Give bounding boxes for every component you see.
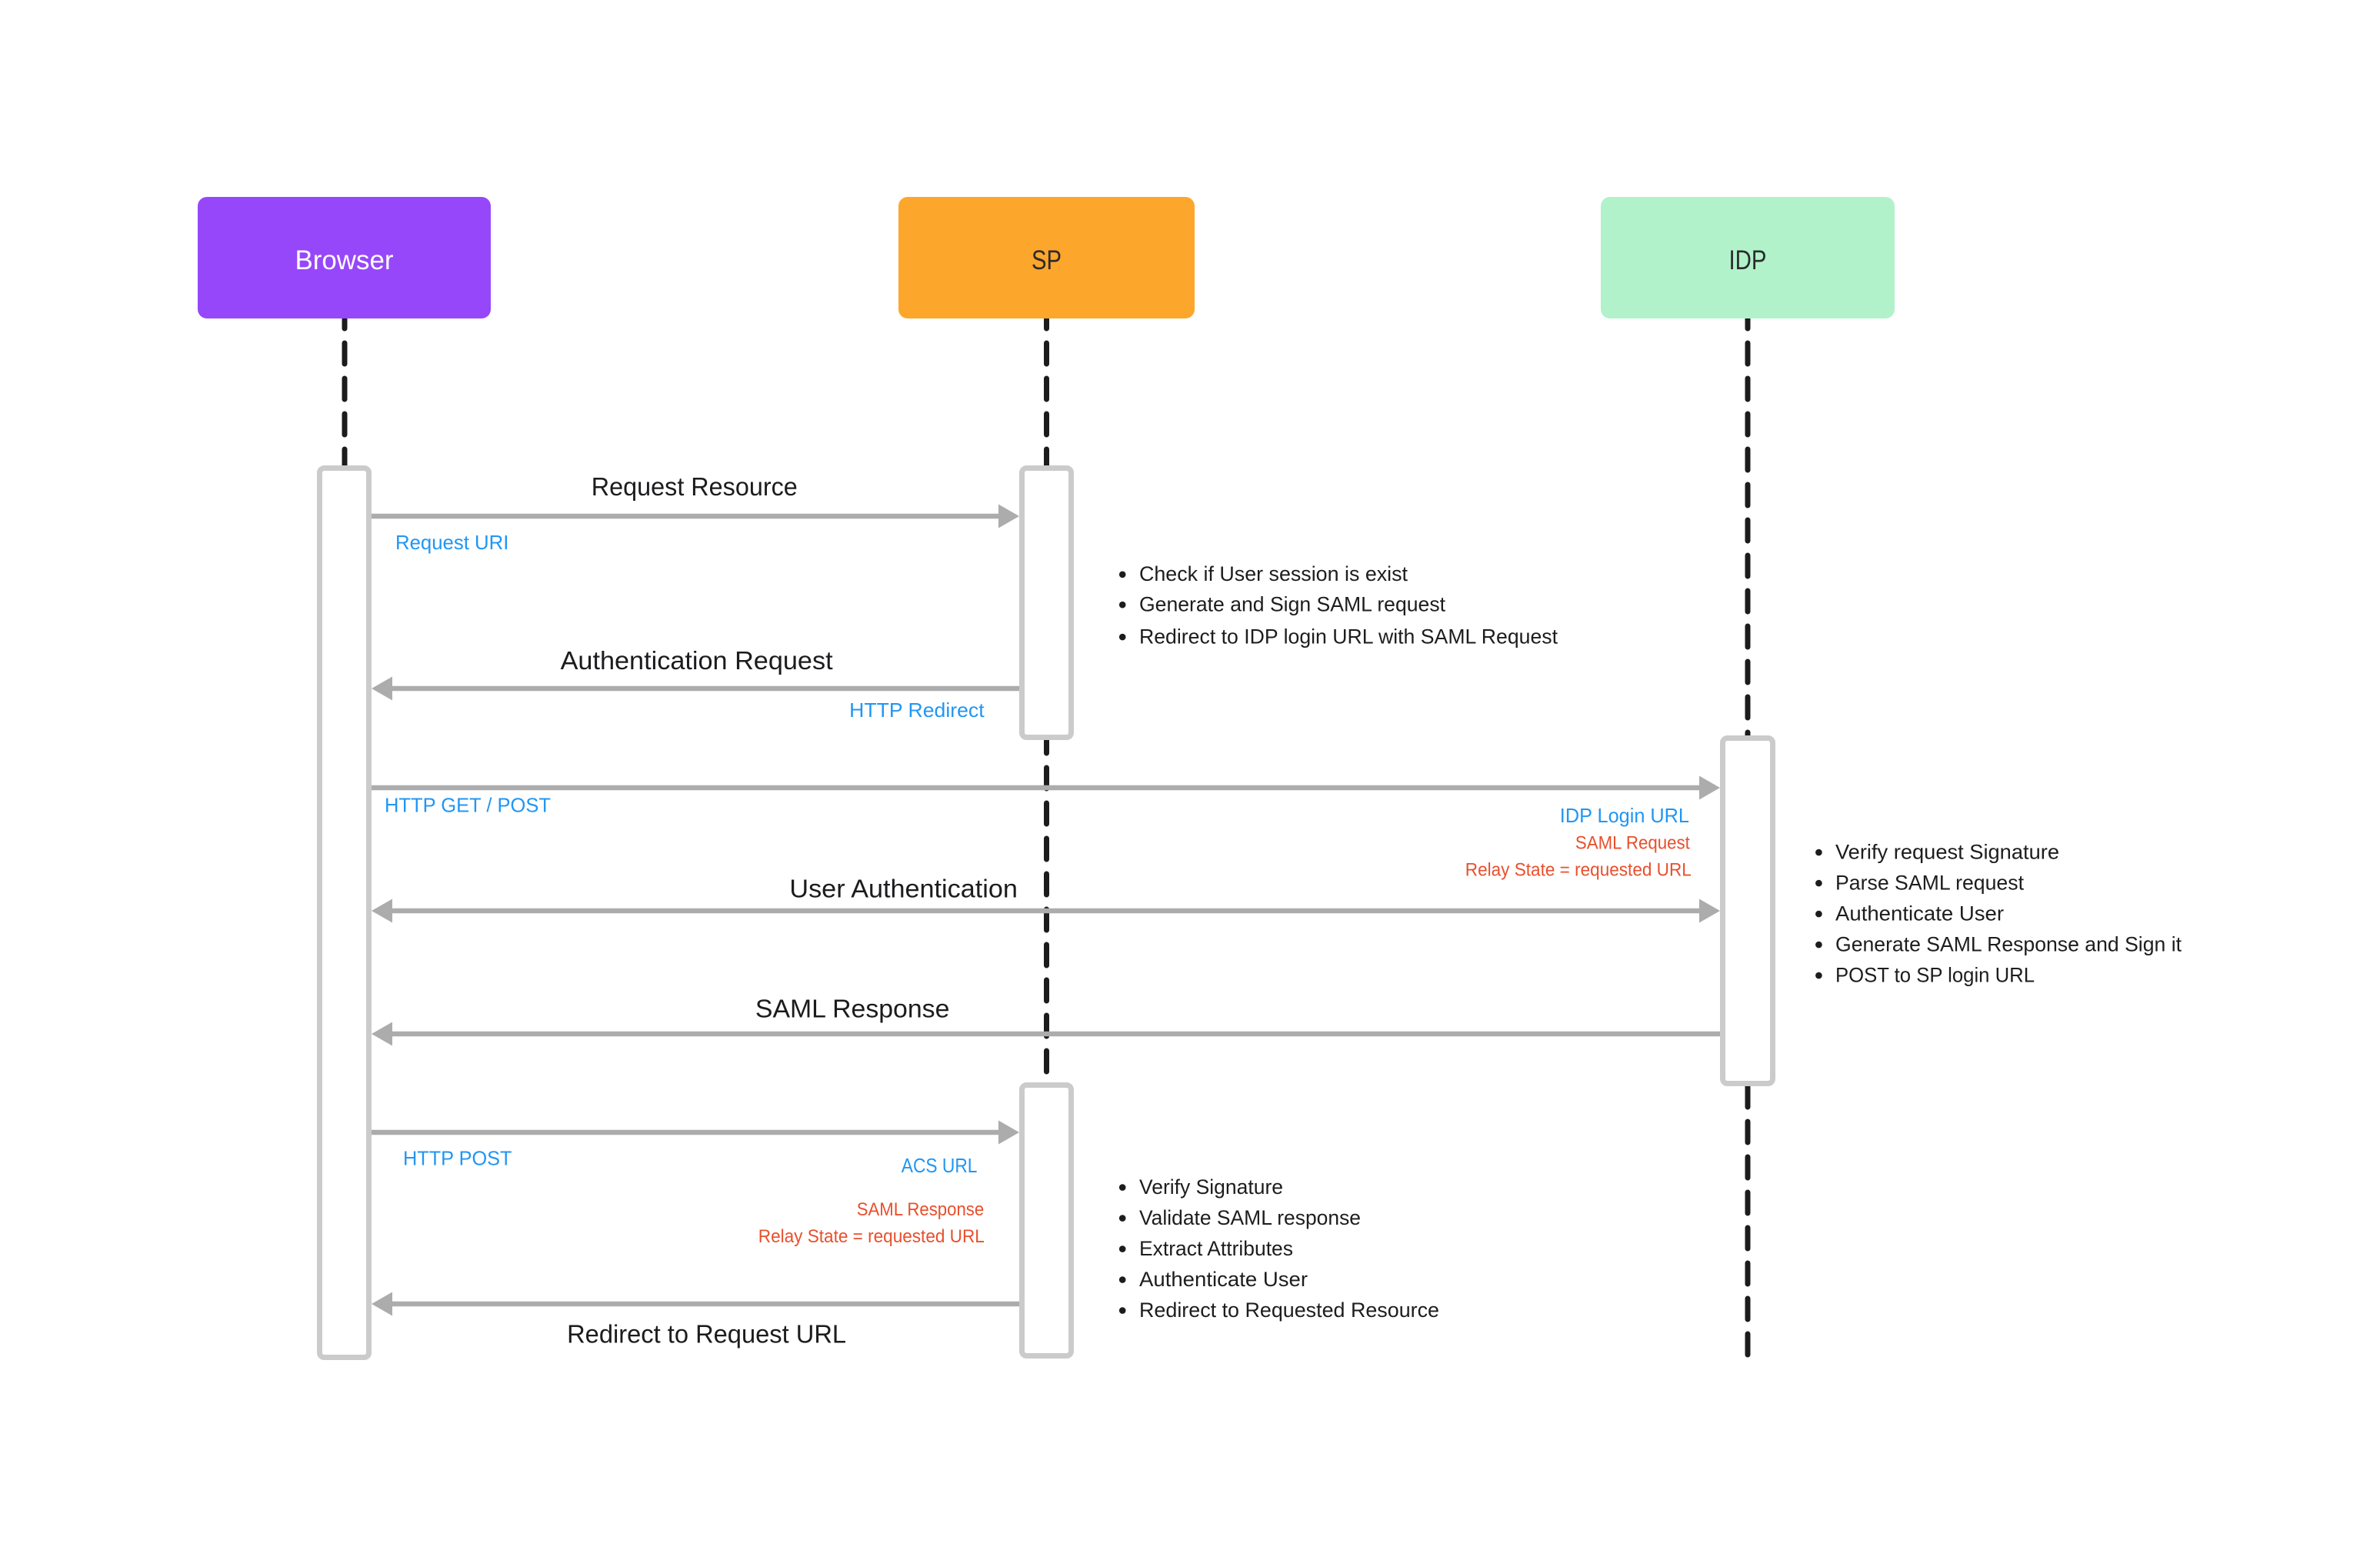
svg-text:Generate and Sign SAML request: Generate and Sign SAML request bbox=[1139, 593, 1445, 616]
svg-text:SAML Response: SAML Response bbox=[755, 995, 950, 1023]
svg-text:HTTP POST: HTTP POST bbox=[403, 1147, 512, 1170]
svg-text:Check if User session is exist: Check if User session is exist bbox=[1139, 562, 1408, 585]
svg-text:SAML Response: SAML Response bbox=[857, 1199, 985, 1220]
svg-text:Request Resource: Request Resource bbox=[592, 472, 798, 501]
svg-text:Validate SAML response: Validate SAML response bbox=[1139, 1206, 1361, 1229]
svg-text:IDP: IDP bbox=[1729, 245, 1767, 275]
svg-text:POST to SP login URL: POST to SP login URL bbox=[1835, 964, 2035, 987]
svg-text:HTTP GET / POST: HTTP GET / POST bbox=[385, 794, 551, 817]
svg-text:Verify request Signature: Verify request Signature bbox=[1835, 841, 2059, 864]
svg-text:Redirect to Requested Resource: Redirect to Requested Resource bbox=[1139, 1299, 1439, 1322]
svg-text:Generate SAML Response and Sig: Generate SAML Response and Sign it bbox=[1835, 933, 2182, 956]
svg-text:Browser: Browser bbox=[295, 245, 394, 275]
svg-text:Redirect to Request URL: Redirect to Request URL bbox=[567, 1320, 846, 1349]
svg-text:Verify Signature: Verify Signature bbox=[1139, 1175, 1283, 1199]
svg-text:Relay State = requested URL: Relay State = requested URL bbox=[758, 1226, 985, 1247]
svg-text:HTTP Redirect: HTTP Redirect bbox=[849, 698, 985, 722]
svg-text:Redirect to IDP login URL with: Redirect to IDP login URL with SAML Requ… bbox=[1139, 625, 1558, 648]
svg-text:Authenticate User: Authenticate User bbox=[1139, 1268, 1308, 1291]
svg-text:SP: SP bbox=[1032, 245, 1062, 275]
svg-text:Authenticate User: Authenticate User bbox=[1835, 902, 2004, 925]
svg-text:SAML Request: SAML Request bbox=[1575, 832, 1690, 853]
svg-text:IDP Login URL: IDP Login URL bbox=[1560, 804, 1689, 827]
svg-text:Parse SAML request: Parse SAML request bbox=[1835, 872, 2024, 895]
svg-text:Relay State = requested URL: Relay State = requested URL bbox=[1465, 859, 1692, 880]
svg-text:Request URI: Request URI bbox=[395, 531, 508, 554]
svg-text:Extract Attributes: Extract Attributes bbox=[1139, 1237, 1293, 1260]
svg-text:Authentication Request: Authentication Request bbox=[561, 646, 833, 675]
svg-text:User Authentication: User Authentication bbox=[789, 874, 1018, 902]
svg-text:ACS URL: ACS URL bbox=[902, 1154, 978, 1177]
